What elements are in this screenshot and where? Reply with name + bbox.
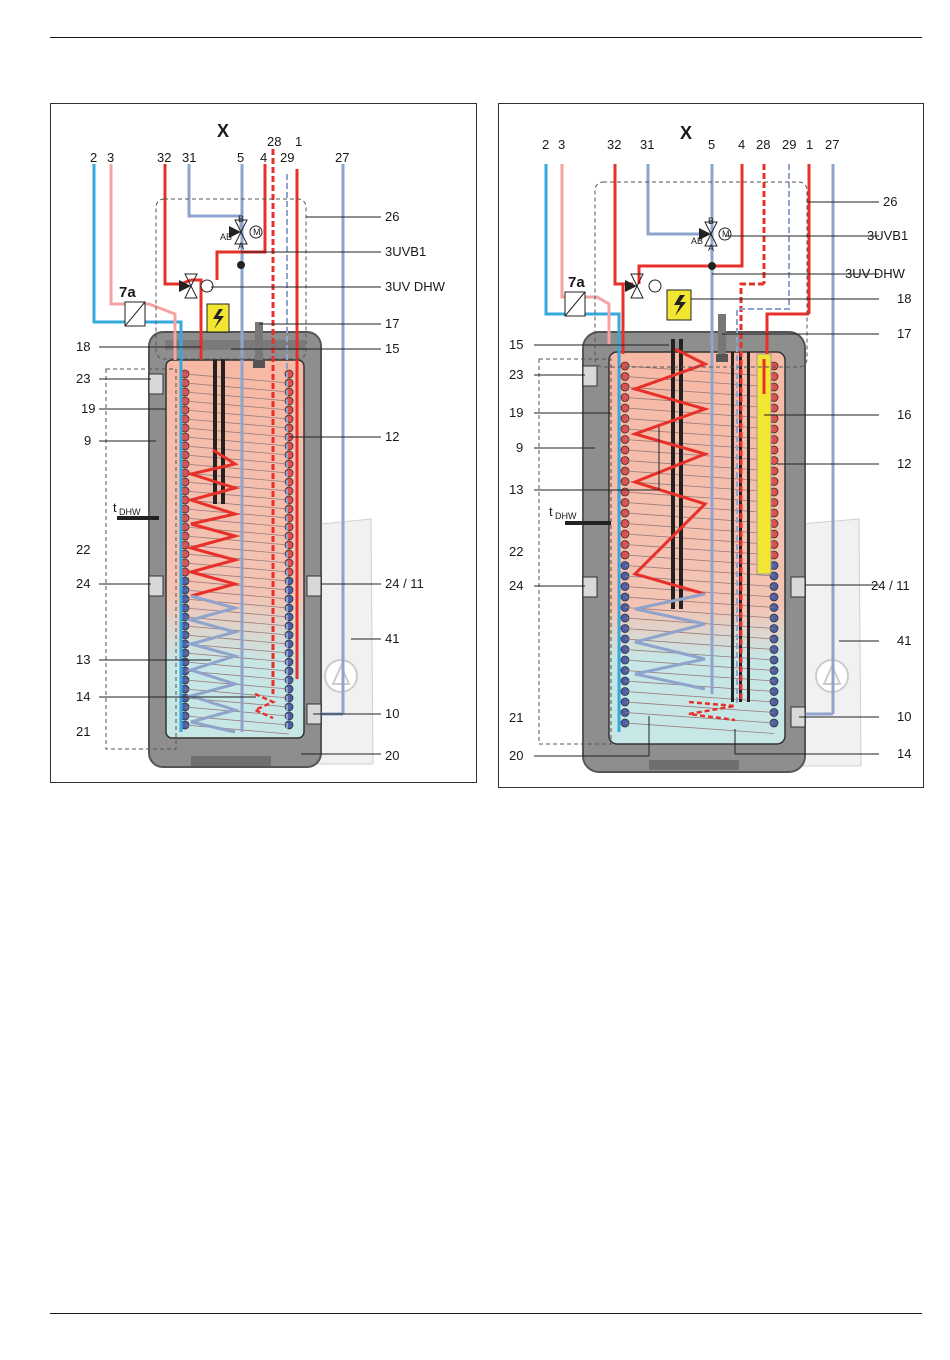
svg-text:23: 23 [509, 367, 523, 382]
svg-text:21: 21 [509, 710, 523, 725]
svg-text:2: 2 [542, 137, 549, 152]
svg-text:3UVB1: 3UVB1 [385, 244, 426, 259]
svg-text:19: 19 [509, 405, 523, 420]
svg-text:41: 41 [385, 631, 399, 646]
header-rule [50, 37, 922, 38]
svg-text:23: 23 [76, 371, 90, 386]
svg-text:26: 26 [385, 209, 399, 224]
svg-text:9: 9 [516, 440, 523, 455]
svg-text:26: 26 [883, 194, 897, 209]
footer-rule [50, 1313, 922, 1314]
svg-text:14: 14 [76, 689, 90, 704]
svg-text:10: 10 [897, 709, 911, 724]
svg-text:12: 12 [897, 456, 911, 471]
svg-text:2: 2 [90, 150, 97, 165]
svg-text:AB: AB [691, 236, 703, 246]
svg-text:5: 5 [708, 137, 715, 152]
svg-text:1: 1 [806, 137, 813, 152]
pipe-31 [648, 164, 709, 234]
svg-text:4: 4 [260, 150, 267, 165]
svg-text:16: 16 [897, 407, 911, 422]
svg-text:5: 5 [237, 150, 244, 165]
svg-text:28: 28 [756, 137, 770, 152]
svg-text:24: 24 [509, 578, 523, 593]
svg-text:18: 18 [897, 291, 911, 306]
svg-text:31: 31 [640, 137, 654, 152]
svg-text:32: 32 [157, 150, 171, 165]
svg-text:3: 3 [558, 137, 565, 152]
svg-text:7a: 7a [568, 274, 585, 291]
svg-text:12: 12 [385, 429, 399, 444]
valve-3uv-dhw [179, 274, 213, 298]
svg-text:t: t [113, 500, 117, 515]
svg-text:7a: 7a [119, 284, 136, 301]
svg-text:31: 31 [182, 150, 196, 165]
svg-text:20: 20 [385, 748, 399, 763]
svg-text:15: 15 [509, 337, 523, 352]
svg-text:t: t [549, 504, 553, 519]
pipe-32 [165, 164, 191, 284]
svg-text:9: 9 [84, 433, 91, 448]
svg-text:32: 32 [607, 137, 621, 152]
svg-text:27: 27 [825, 137, 839, 152]
svg-text:DHW: DHW [119, 507, 141, 517]
right-diagram-panel: AB B A M X 2 3 32 31 [498, 103, 924, 788]
pipe-31 [189, 164, 241, 229]
svg-text:AB: AB [220, 232, 232, 242]
svg-text:21: 21 [76, 724, 90, 739]
svg-text:3UV DHW: 3UV DHW [845, 266, 906, 281]
svg-text:1: 1 [295, 134, 302, 149]
svg-text:24 / 11: 24 / 11 [871, 578, 910, 593]
svg-text:10: 10 [385, 706, 399, 721]
left-diagram: AB B A M X 2 3 32 31 [51, 104, 476, 782]
svg-text:29: 29 [280, 150, 294, 165]
svg-text:17: 17 [385, 316, 399, 331]
svg-text:18: 18 [76, 339, 90, 354]
pipe-3 [562, 164, 609, 344]
valve-3uv-dhw [625, 274, 661, 298]
svg-text:4: 4 [738, 137, 745, 152]
svg-text:22: 22 [509, 544, 523, 559]
svg-text:22: 22 [76, 542, 90, 557]
svg-text:13: 13 [509, 482, 523, 497]
svg-text:B: B [238, 214, 244, 224]
right-diagram: AB B A M X 2 3 32 31 [499, 104, 923, 787]
svg-text:DHW: DHW [555, 511, 577, 521]
svg-text:24: 24 [76, 576, 90, 591]
svg-text:A: A [238, 241, 244, 251]
svg-text:14: 14 [897, 746, 911, 761]
svg-text:28: 28 [267, 134, 281, 149]
svg-text:15: 15 [385, 341, 399, 356]
svg-text:3UVB1: 3UVB1 [867, 228, 908, 243]
svg-text:13: 13 [76, 652, 90, 667]
svg-text:19: 19 [81, 401, 95, 416]
left-diagram-panel: AB B A M X 2 3 32 31 [50, 103, 477, 783]
svg-text:29: 29 [782, 137, 796, 152]
svg-text:27: 27 [335, 150, 349, 165]
svg-text:24 / 11: 24 / 11 [385, 576, 424, 591]
label-x: X [217, 121, 229, 141]
svg-text:3UV DHW: 3UV DHW [385, 279, 446, 294]
svg-text:A: A [708, 243, 714, 253]
label-x: X [680, 123, 692, 143]
svg-text:B: B [708, 216, 714, 226]
svg-text:41: 41 [897, 633, 911, 648]
svg-text:17: 17 [897, 326, 911, 341]
svg-text:M: M [253, 227, 261, 237]
svg-text:3: 3 [107, 150, 114, 165]
svg-text:M: M [722, 229, 730, 239]
svg-text:20: 20 [509, 748, 523, 763]
